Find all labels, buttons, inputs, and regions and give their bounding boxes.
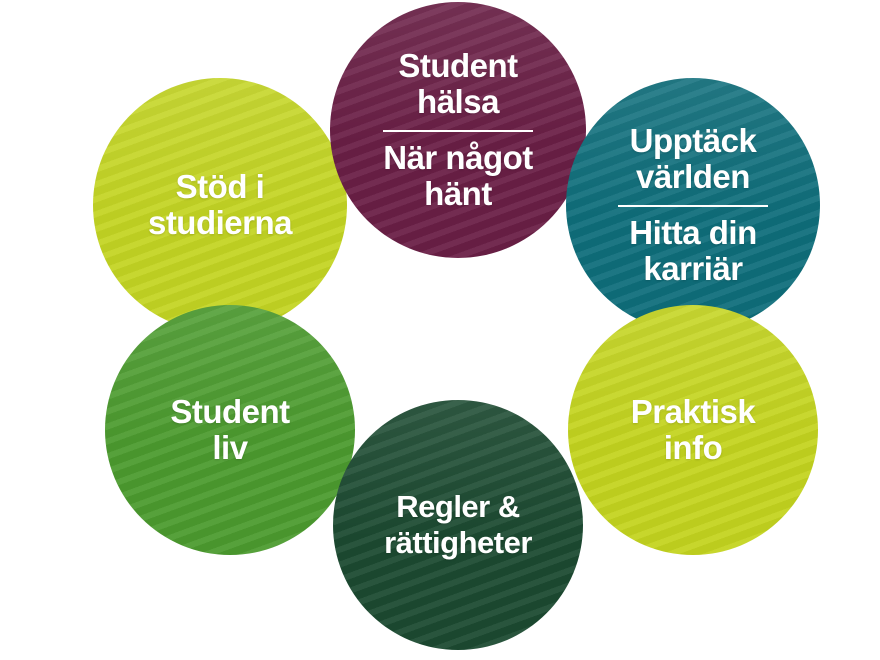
circle-praktisk-info[interactable]: Praktisk info — [568, 305, 818, 555]
label-line: Student — [170, 393, 290, 430]
circle-stod-i-studierna[interactable]: Stöd i studierna — [93, 78, 347, 332]
link-upptack-varlden[interactable]: Upptäck världen — [630, 123, 757, 195]
circle-upptack-varlden[interactable]: Upptäck världen Hitta din karriär — [566, 78, 820, 332]
circle-student-halsa[interactable]: Student hälsa När något hänt — [330, 2, 586, 258]
circle-regler-rattigheter[interactable]: Regler & rättigheter — [333, 400, 583, 650]
divider — [618, 205, 768, 207]
label-line: hänt — [424, 175, 492, 212]
label-line: När något — [383, 139, 533, 176]
label-line: info — [663, 429, 723, 466]
circle-student-liv[interactable]: Student liv — [105, 305, 355, 555]
label-line: Upptäck — [629, 122, 757, 159]
label-line: världen — [636, 158, 750, 195]
label-line: Stöd i — [175, 168, 265, 205]
label-line: studierna — [147, 204, 293, 241]
divider — [383, 130, 533, 132]
link-student-halsa[interactable]: Student hälsa — [398, 47, 518, 120]
label-line: rättigheter — [384, 525, 532, 560]
label-line: Praktisk — [630, 393, 756, 430]
label-line: Hitta din — [629, 214, 757, 251]
label-line: liv — [212, 429, 248, 466]
label-line: karriär — [643, 250, 743, 287]
circle-label: Stöd i studierna — [147, 168, 293, 241]
label-line: Regler & — [396, 489, 520, 524]
link-hitta-din-karriar[interactable]: Hitta din karriär — [629, 214, 757, 287]
label-line: hälsa — [417, 83, 499, 120]
circle-label: Student liv — [170, 393, 290, 466]
circle-label: Praktisk info — [630, 393, 756, 466]
label-line: Student — [398, 47, 518, 84]
circle-label: Regler & rättigheter — [384, 489, 532, 561]
link-nar-nagot-hant[interactable]: När något hänt — [383, 140, 533, 212]
